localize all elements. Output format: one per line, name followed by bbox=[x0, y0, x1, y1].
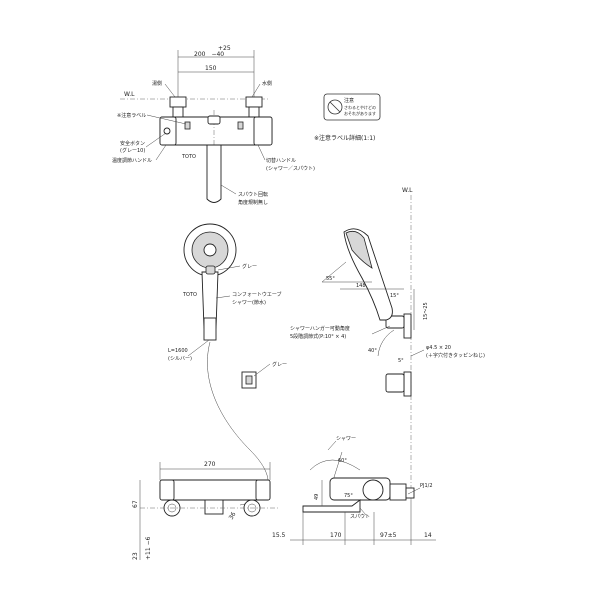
label-spout-rotation-note: 角度規制無し bbox=[238, 199, 268, 206]
angle-15: 15° bbox=[390, 293, 399, 299]
label-hanger-angle: シャワーハンガー可動角度 bbox=[290, 325, 350, 332]
dim-14: 14 bbox=[424, 532, 432, 539]
shower-hanger bbox=[385, 315, 405, 329]
label-brand-front: TOTO bbox=[181, 154, 196, 160]
dim-height-67: 67 bbox=[132, 500, 139, 508]
label-switch-handle-modes: (シャワー／スパウト) bbox=[266, 165, 315, 172]
front-view: +25 200 −40 150 W.L 湯側 水側 ※注意ラベル 安全ボタン bbox=[112, 45, 315, 206]
angle-55: 55° bbox=[326, 276, 335, 282]
dim-drop-tolerance: +11 −6 bbox=[145, 536, 152, 560]
shower-center-nozzle bbox=[203, 243, 217, 257]
dim-overall: 200 −40 bbox=[194, 51, 224, 58]
label-water-level-side: W.L bbox=[402, 187, 413, 194]
screw-note: (＋字穴付きタッピンねじ) bbox=[426, 352, 485, 359]
dim-97: 97±5 bbox=[380, 532, 397, 539]
label-safety-button-color: (グレー10) bbox=[120, 147, 145, 154]
shower-holder-grey bbox=[245, 375, 253, 385]
dim-170: 170 bbox=[330, 532, 342, 539]
shower-hose-connector bbox=[203, 317, 217, 341]
label-pj: PJ1/2 bbox=[420, 483, 433, 489]
mixer-body-bottom bbox=[159, 479, 271, 501]
label-cold-side: 水側 bbox=[262, 80, 272, 87]
dim-width-270: 270 bbox=[204, 461, 216, 468]
top-cap bbox=[207, 115, 221, 125]
cold-inlet-elbow bbox=[248, 106, 260, 118]
label-shower-name-line1: コンフォートウエーブ bbox=[232, 291, 282, 298]
caution-title: 注意 bbox=[344, 97, 354, 104]
shower-side-holder bbox=[385, 373, 405, 393]
dim-15-25: 15〜25 bbox=[423, 302, 429, 320]
angle-40: 40° bbox=[368, 348, 377, 354]
no-touch-icon bbox=[327, 99, 343, 115]
temp-handle-bottom bbox=[159, 479, 175, 501]
bottom-front-view: 270 67 23 +11 −6 36 bbox=[132, 461, 280, 560]
label-hose-length: L=1600 bbox=[168, 348, 188, 354]
dim-centers: 150 bbox=[205, 65, 217, 72]
switch-knob-side bbox=[362, 479, 384, 501]
bottom-side-view: シャワー 60° 49 75° PJ1/2 スパウト 15.5 170 97±5… bbox=[272, 436, 436, 545]
label-hose-color: (シルバー) bbox=[168, 356, 192, 362]
shower-side-view: W.L 55° 148 15° 15〜25 シャワーハンガー可動角度 5段階調節… bbox=[290, 187, 485, 500]
hanger-wall-plate bbox=[403, 313, 412, 339]
shower-face-side bbox=[345, 230, 373, 269]
dim-drop-23: 23 bbox=[132, 552, 139, 560]
screw-spec: φ4.5 × 20 bbox=[426, 345, 451, 351]
safety-button bbox=[163, 127, 171, 135]
dim-overall-tolerance: +25 bbox=[218, 45, 231, 52]
label-temperature-handle: 温度調節ハンドル bbox=[112, 157, 152, 164]
caution-label-box bbox=[323, 93, 381, 121]
caution-label-sticker-right bbox=[237, 121, 244, 130]
angle-60: 60° bbox=[338, 458, 347, 464]
hot-inlet-elbow bbox=[172, 106, 184, 118]
label-switch-handle: 切替ハンドル bbox=[266, 157, 296, 164]
spout-side bbox=[302, 499, 361, 513]
caution-text-line1: さわるとやけどの bbox=[344, 104, 376, 110]
shower-grey-button bbox=[205, 265, 216, 275]
label-spout-side: スパウト bbox=[350, 513, 370, 520]
label-caution-label: ※注意ラベル bbox=[117, 112, 146, 119]
bracket-wall-plate bbox=[403, 371, 412, 397]
label-holder-grey: グレー bbox=[272, 361, 287, 368]
outlet-bottom bbox=[204, 499, 224, 515]
dim-15-5: 15.5 bbox=[272, 532, 286, 539]
label-shower-outlet: シャワー bbox=[336, 436, 356, 442]
dim-49: 49 bbox=[314, 494, 320, 500]
label-spout-rotation: スパウト回転 bbox=[238, 191, 268, 198]
inlet-elbow-side bbox=[389, 483, 407, 501]
shower-head-front: グレー TOTO コンフォートウエーブ シャワー(節水) L=1600 (シルバ… bbox=[168, 223, 287, 506]
dim-nut-36: 36 bbox=[228, 511, 238, 521]
label-hanger-steps: 5段階調節式(P:10° × 4) bbox=[290, 333, 346, 340]
label-brand-shower: TOTO bbox=[182, 292, 197, 298]
label-grey: グレー bbox=[242, 263, 257, 270]
label-hot-side: 湯側 bbox=[152, 80, 162, 87]
angle-5: 5° bbox=[398, 358, 404, 364]
switch-handle-bottom bbox=[255, 479, 271, 501]
caution-label-sticker bbox=[184, 121, 191, 130]
label-water-level: W.L bbox=[124, 91, 135, 98]
hot-inlet-nut bbox=[169, 96, 187, 108]
caution-label-caption: ※注意ラベル詳細(1:1) bbox=[314, 134, 375, 142]
label-shower-name-line2: シャワー(節水) bbox=[232, 299, 266, 306]
cold-inlet-nut bbox=[245, 96, 263, 108]
label-safety-button: 安全ボタン bbox=[120, 140, 145, 147]
angle-75: 75° bbox=[344, 493, 353, 499]
switch-handle bbox=[253, 116, 273, 146]
caution-text-line2: おそれがあります bbox=[344, 110, 376, 116]
caution-label-detail: 注意 さわるとやけどの おそれがあります ※注意ラベル詳細(1:1) bbox=[314, 93, 381, 142]
dim-148: 148 bbox=[356, 283, 366, 289]
spout bbox=[206, 144, 222, 203]
